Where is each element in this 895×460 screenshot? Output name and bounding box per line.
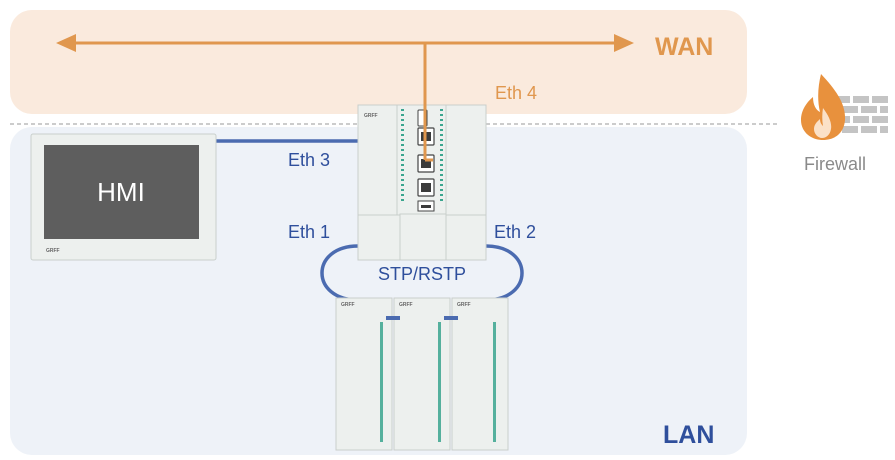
- eth4-label: Eth 4: [495, 83, 537, 103]
- io-module-2-brand-logo: GRFF: [399, 302, 413, 308]
- wan-backbone: [56, 34, 634, 52]
- io-link-1-2: [386, 316, 400, 320]
- hmi-brand-logo: GRFF: [46, 248, 60, 254]
- lan-label: LAN: [663, 421, 714, 449]
- controller-ethernet-ports: [417, 109, 435, 212]
- hmi-device: HMI GRFF: [30, 133, 217, 261]
- wan-label: WAN: [655, 33, 713, 61]
- io-module-1-brand-logo: GRFF: [341, 302, 355, 308]
- controller-device: GRFF: [357, 104, 487, 261]
- controller-led-strip-right: [440, 109, 443, 201]
- controller-brand-logo: GRFF: [364, 113, 378, 119]
- firewall-label: Firewall: [804, 154, 866, 174]
- eth3-label: Eth 3: [288, 150, 330, 170]
- io-module-2: GRFF: [393, 297, 451, 451]
- io-module-3: GRFF: [451, 297, 509, 451]
- flame-icon: [801, 74, 846, 140]
- eth1-label: Eth 1: [288, 222, 330, 242]
- wan-zone: [10, 10, 747, 114]
- io-link-2-3: [444, 316, 458, 320]
- firewall-icon: [801, 74, 888, 140]
- eth2-label: Eth 2: [494, 222, 536, 242]
- hmi-screen: [44, 145, 199, 239]
- hmi-label: HMI: [97, 177, 145, 207]
- io-module-3-brand-logo: GRFF: [457, 302, 471, 308]
- io-module-1: GRFF: [335, 297, 393, 451]
- controller-led-strip-left: [401, 109, 404, 201]
- stp-rstp-label: STP/RSTP: [378, 264, 466, 284]
- eth4-link: [423, 43, 433, 162]
